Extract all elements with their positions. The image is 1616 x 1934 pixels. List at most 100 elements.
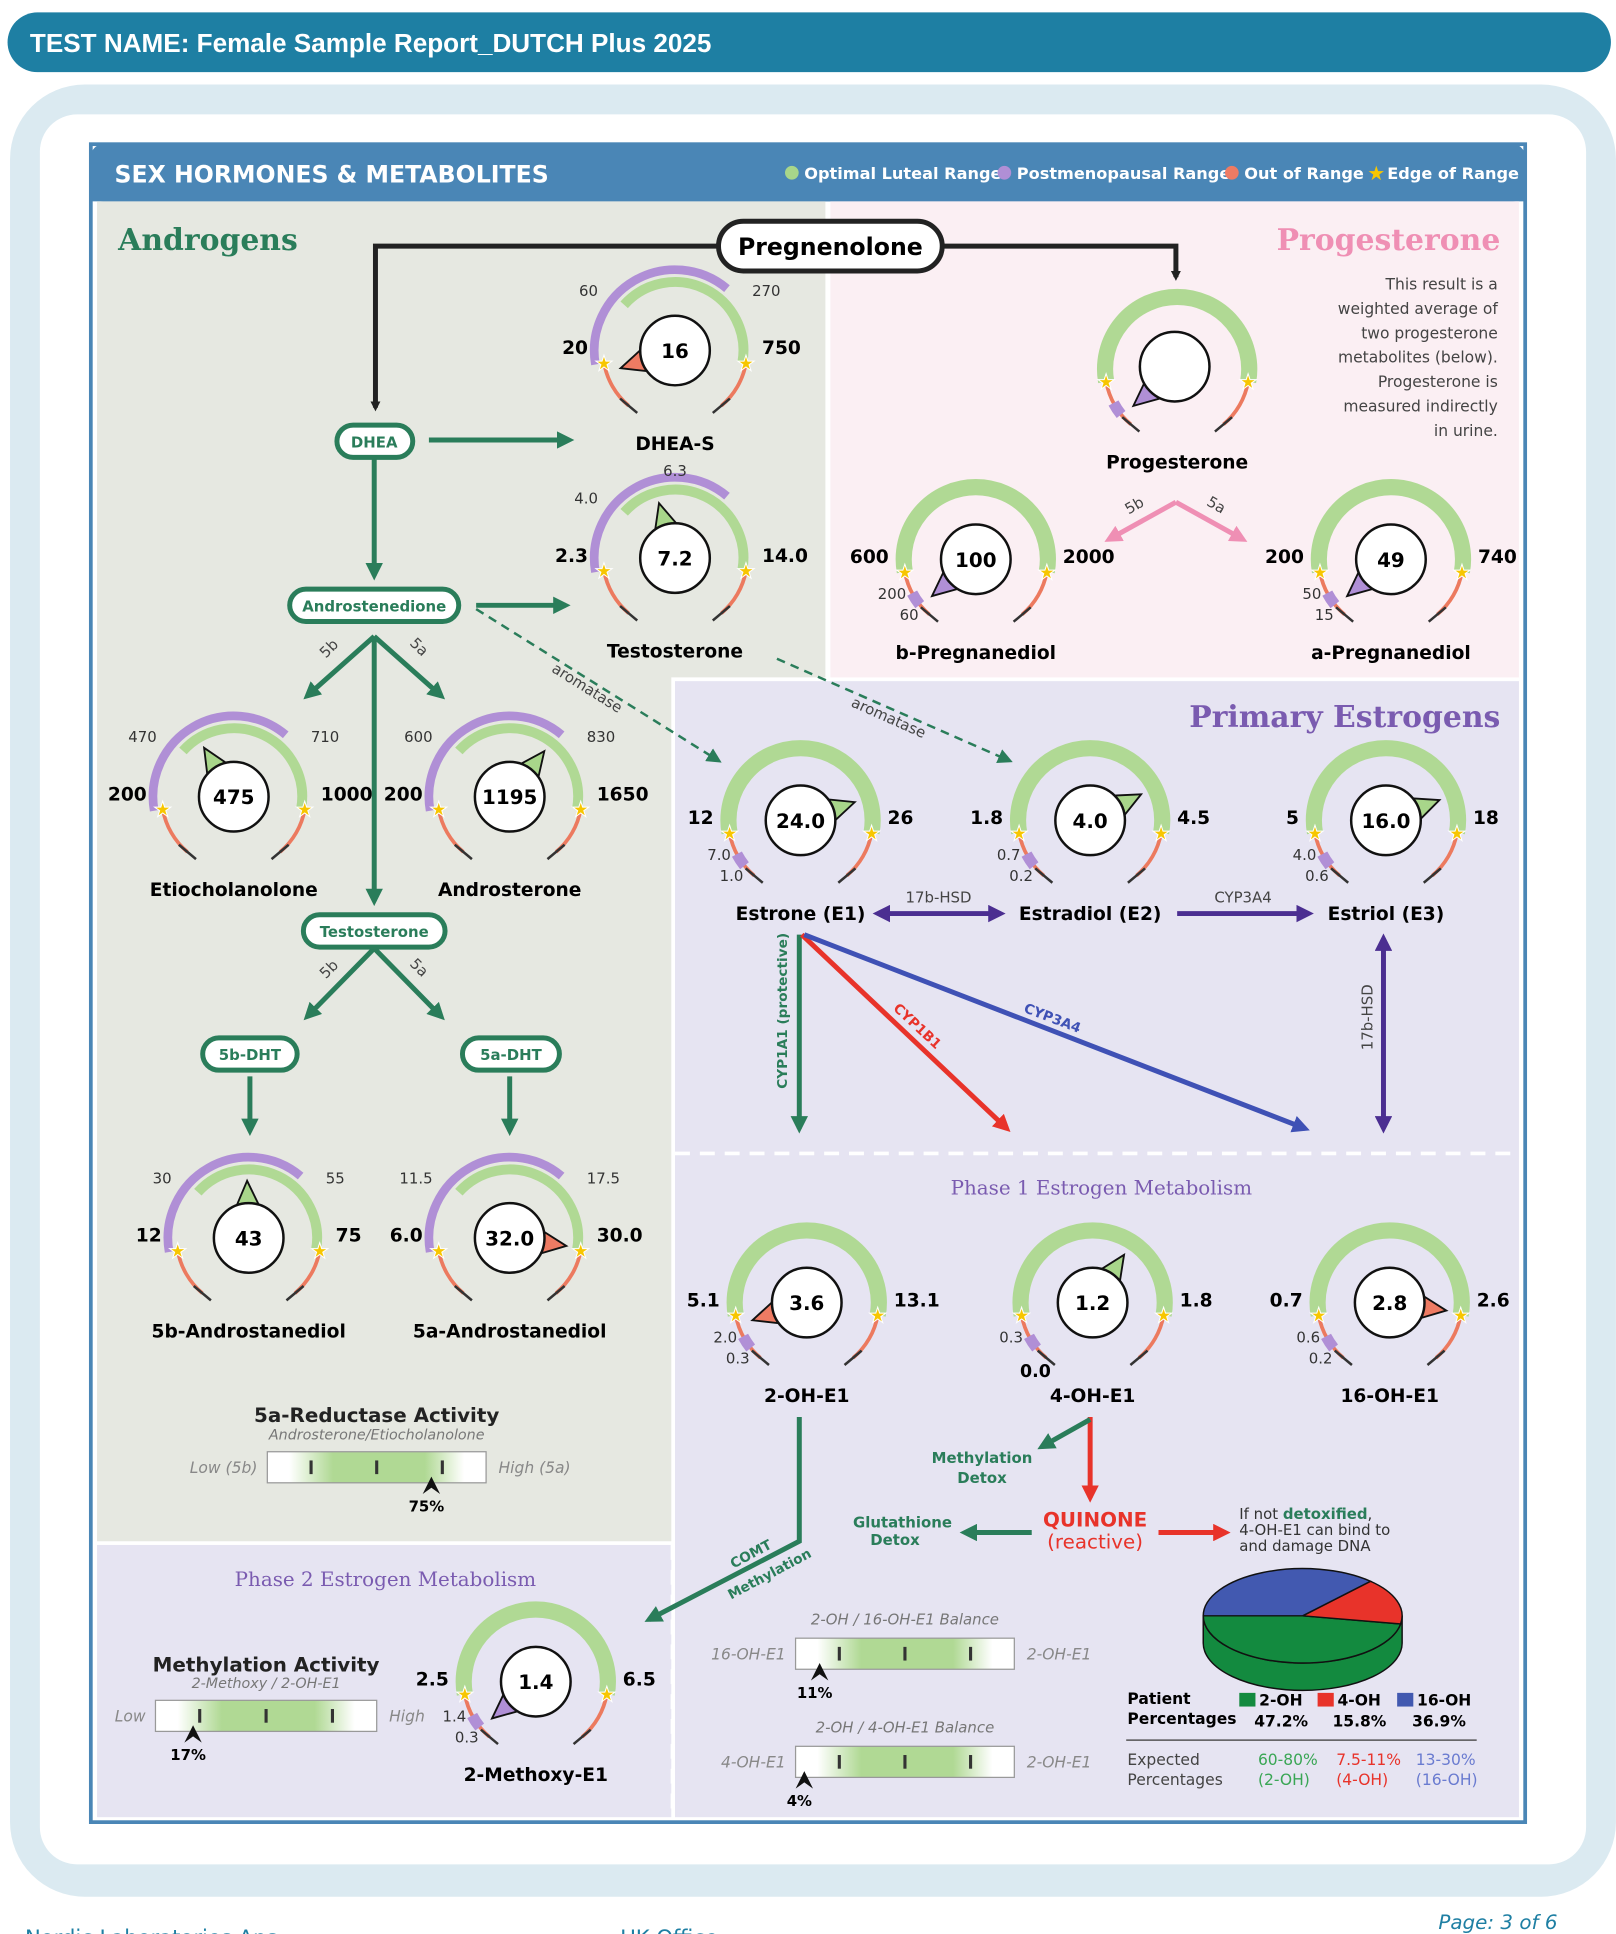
- postmenopausal-range-block: [1317, 851, 1335, 870]
- result-bubble: [939, 523, 1012, 596]
- postmenopausal-range-block: [1108, 400, 1126, 419]
- range-end-tick: [192, 1285, 212, 1302]
- edge-of-range-star-icon: ★: [295, 797, 314, 822]
- bar-percent-label: 17%: [170, 1746, 206, 1764]
- optimal-range-arc: [1012, 1222, 1173, 1317]
- methylation-detox-label-2: Detox: [957, 1469, 1007, 1487]
- postmenopausal-range-block: [738, 1333, 756, 1352]
- progesterone-note-line: Progesterone is: [1378, 373, 1498, 391]
- androstenedione-node[interactable]: Androstenedione: [287, 586, 462, 624]
- result-bubble: [1056, 1266, 1129, 1339]
- optimal-range-arc: [194, 1164, 323, 1251]
- primary-estrogens-title: Primary Estrogens: [1189, 700, 1500, 735]
- testo-5a-arrow: [372, 946, 445, 1021]
- bar-pointer-icon: [422, 1476, 441, 1495]
- optimal-range-arc: [895, 479, 1056, 574]
- result-bubble: [1353, 1266, 1426, 1339]
- pathway-arrows: [241, 243, 1393, 1622]
- gauge-name: Androsterone: [438, 880, 581, 901]
- optimal-range-arc: [1009, 740, 1171, 835]
- optimal-range-arc: [620, 484, 749, 571]
- result-bubble: [473, 1201, 546, 1275]
- edge-of-range-star-icon: ★: [310, 1238, 329, 1263]
- edge-of-range-star-icon: ★: [737, 558, 756, 583]
- edge-of-range-star-icon: ★: [1012, 1303, 1031, 1328]
- postmenopausal-high-label: 55: [326, 1169, 345, 1187]
- result-value: 7.2: [657, 548, 692, 571]
- postmenopausal-range-arc: [424, 1152, 565, 1253]
- optimal-range-arc: [1305, 740, 1467, 835]
- phase2-region: [97, 1544, 672, 1818]
- postmenopausal-low-label: 0.2: [1309, 1349, 1333, 1367]
- gauge-name: 2-Methoxy-E1: [464, 1765, 608, 1786]
- 5b-dht-node[interactable]: 5b-DHT: [200, 1035, 300, 1073]
- postmenopausal-high-label: 17.5: [587, 1169, 620, 1187]
- result-bubble: [1354, 523, 1427, 596]
- optimal-range-arc: [1310, 479, 1472, 574]
- progesterone-note-line: This result is a: [1385, 276, 1498, 294]
- bar-title: 2-OH / 4-OH-E1 Balance: [816, 1719, 995, 1737]
- bar-subtitle: Androsterone/Etiocholanolone: [268, 1427, 485, 1443]
- comt-methylation-arrow: [644, 1416, 802, 1622]
- range-end-tick: [619, 397, 639, 414]
- panel-title: SEX HORMONES & METABOLITES: [114, 161, 548, 189]
- testosterone-node-label: Testosterone: [320, 923, 429, 941]
- range-end-tick: [480, 1728, 499, 1746]
- progesterone-note-line: two progesterone: [1361, 324, 1498, 342]
- expected-label: Percentages: [1127, 1771, 1222, 1789]
- edge-of-range-star-icon: ★: [1447, 820, 1466, 845]
- expected-range: 13-30%: [1416, 1751, 1476, 1769]
- postmenopausal-low-label: 0.6: [1305, 867, 1329, 885]
- range-high-label: 2000: [1063, 547, 1115, 568]
- optimal-range-arc: [1096, 288, 1258, 384]
- result-bubble: [473, 760, 546, 833]
- result-bubble: [1349, 784, 1423, 857]
- panel-header-base: [90, 174, 1526, 202]
- bar-pointer-icon: [795, 1771, 814, 1789]
- 5a-dht-node[interactable]: 5a-DHT: [459, 1035, 562, 1073]
- patient-label: Patient: [1127, 1690, 1191, 1708]
- gauge-name: a-Pregnanediol: [1311, 643, 1471, 664]
- cyp1b1-arrow: [800, 932, 1011, 1132]
- cyp3a4-label-1: CYP3A4: [1214, 888, 1271, 906]
- postmenopausal-high-label: 0.6: [1296, 1328, 1320, 1346]
- postmenopausal-range-block: [1321, 1333, 1339, 1352]
- result-bubble: [638, 522, 712, 595]
- edge-of-range-star-icon: ★: [168, 1238, 187, 1263]
- legend-dot-icon: [785, 165, 799, 180]
- range-high-label: 4.5: [1177, 808, 1210, 829]
- postmenopausal-range-block: [1021, 851, 1039, 870]
- postmenopausal-range-block: [1322, 590, 1340, 609]
- bar-title: 2-OH / 16-OH-E1 Balance: [811, 1611, 999, 1629]
- edge-of-range-star-icon: ★: [1154, 1303, 1173, 1328]
- postmenopausal-high-label: 200: [878, 585, 906, 603]
- quinone-label: QUINONE: [1043, 1508, 1147, 1531]
- dhea-node[interactable]: DHEA: [334, 422, 416, 460]
- bar-right-label: 2-OH-E1: [1027, 1753, 1092, 1771]
- testosterone-node[interactable]: Testosterone: [300, 912, 448, 950]
- legend-label: Edge of Range: [1387, 164, 1519, 183]
- pregnenolone-node[interactable]: Pregnenolone: [716, 218, 945, 274]
- range-end-tick: [744, 867, 764, 884]
- postmenopausal-high-label: 1.4: [442, 1707, 466, 1725]
- range-end-tick: [1335, 606, 1354, 623]
- postmenopausal-range-arc: [589, 472, 730, 573]
- header-bar: [7, 12, 1611, 73]
- result-bubble: [764, 784, 837, 857]
- range-end-tick: [1427, 606, 1447, 623]
- pie-slice-2-OH: [1202, 1615, 1402, 1664]
- edge-of-range-star-icon: ★: [1152, 820, 1171, 845]
- gauge-name: Testosterone: [607, 642, 743, 663]
- postmenopausal-high-label: 50: [1302, 585, 1321, 603]
- range-low-label: 12: [136, 1226, 162, 1247]
- range-high-label: 750: [762, 338, 801, 359]
- bar-right-label: High (5a): [499, 1459, 571, 1477]
- range-end-tick: [619, 605, 639, 622]
